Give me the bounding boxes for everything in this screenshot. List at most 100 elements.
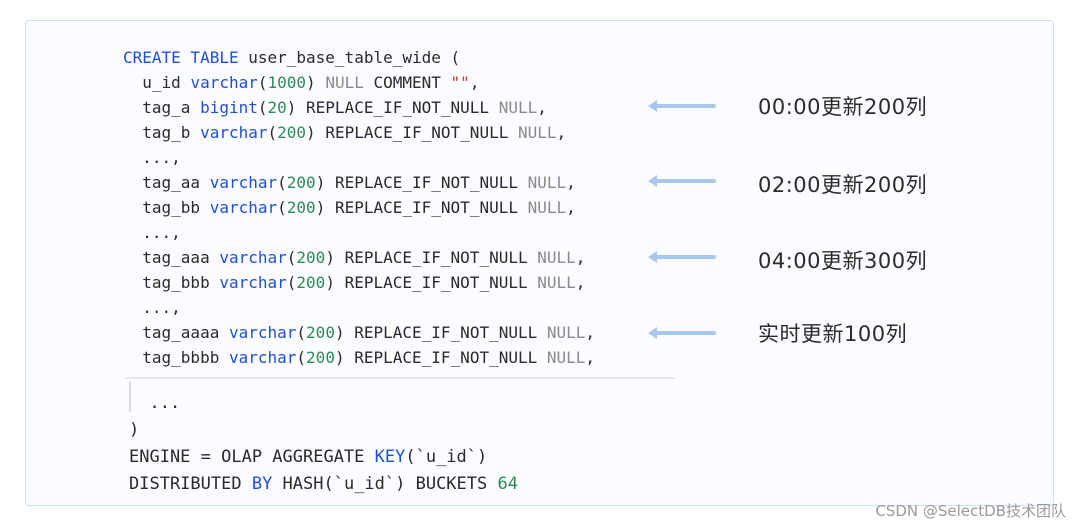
code-token: ..., — [123, 148, 181, 167]
code-token: 1000 — [267, 73, 307, 92]
code-line: tag_bbbb varchar(200) REPLACE_IF_NOT_NUL… — [123, 345, 595, 370]
code-line: tag_aa varchar(200) REPLACE_IF_NOT_NULL … — [123, 170, 595, 195]
code-line: tag_aaaa varchar(200) REPLACE_IF_NOT_NUL… — [123, 320, 595, 345]
code-token: ) REPLACE_IF_NOT_NULL — [286, 98, 499, 117]
code-token: ( — [286, 273, 297, 292]
code-token: ( — [277, 198, 287, 217]
arrow-left-icon — [648, 327, 716, 339]
code-line: DISTRIBUTED BY HASH(`u_id`) BUCKETS 64 — [129, 471, 518, 498]
code-token: tag_bbbb — [123, 348, 229, 367]
annotation-label: 00:00更新200列 — [758, 95, 928, 119]
code-token: , — [566, 198, 576, 217]
code-line: ..., — [123, 295, 595, 320]
code-token: ( — [277, 173, 287, 192]
annotation-label: 02:00更新200列 — [758, 173, 928, 197]
code-token: , — [585, 323, 596, 342]
code-line: ..., — [123, 220, 595, 245]
code-token: tag_bb — [123, 198, 210, 217]
arrow-left-icon — [648, 251, 716, 263]
code-token: ..., — [123, 298, 181, 317]
code-token: DISTRIBUTED — [129, 474, 252, 494]
code-token: tag_aaaa — [123, 323, 229, 342]
code-token: varchar — [190, 73, 258, 92]
code-token: , — [566, 173, 576, 192]
code-token: ) REPLACE_IF_NOT_NULL — [334, 323, 547, 342]
code-token: NULL — [537, 248, 576, 267]
watermark: CSDN @SelectDB技术团队 — [875, 502, 1066, 520]
code-token: varchar — [219, 248, 287, 267]
code-token: ) REPLACE_IF_NOT_NULL — [315, 198, 528, 217]
code-token: tag_b — [123, 123, 201, 142]
sql-code-tail: ...)ENGINE = OLAP AGGREGATE KEY(`u_id`)D… — [129, 390, 518, 498]
sql-code-block: CREATE TABLE user_base_table_wide ( u_id… — [123, 45, 595, 370]
code-token: tag_a — [123, 98, 201, 117]
code-line: tag_b varchar(200) REPLACE_IF_NOT_NULL N… — [123, 120, 595, 145]
code-token: ENGINE = OLAP AGGREGATE — [129, 447, 375, 467]
code-panel — [25, 20, 1054, 506]
code-token: ) REPLACE_IF_NOT_NULL — [315, 173, 528, 192]
code-token: (`u_id`) — [405, 447, 488, 467]
code-token: u_id — [123, 73, 191, 92]
arrow-left-icon — [648, 100, 716, 112]
code-token: varchar — [209, 198, 278, 217]
code-token: 200 — [286, 173, 316, 192]
annotation-label: 04:00更新300列 — [758, 249, 928, 273]
code-token: NULL — [546, 323, 586, 342]
code-line: ENGINE = OLAP AGGREGATE KEY(`u_id`) — [129, 444, 518, 471]
code-token: varchar — [219, 273, 287, 292]
code-token: , — [575, 273, 586, 292]
code-token: ) REPLACE_IF_NOT_NULL — [325, 273, 538, 292]
code-token: , — [556, 123, 567, 142]
code-token: NULL — [325, 73, 364, 92]
code-token: NULL — [517, 123, 557, 142]
code-token: varchar — [209, 173, 278, 192]
code-token: tag_bbb — [123, 273, 220, 292]
code-line: ) — [129, 417, 518, 444]
code-token: ... — [129, 393, 181, 413]
code-line: ... — [129, 390, 518, 417]
code-token: bigint — [200, 98, 258, 117]
code-token: 200 — [277, 123, 307, 142]
code-token: ( — [296, 348, 307, 367]
code-token: ) — [306, 73, 326, 92]
code-token: 200 — [306, 348, 335, 367]
code-token: ( — [257, 73, 268, 92]
code-token: KEY — [374, 447, 406, 467]
code-line: tag_bb varchar(200) REPLACE_IF_NOT_NULL … — [123, 195, 595, 220]
code-token: ( — [286, 248, 297, 267]
code-token: BY — [251, 474, 273, 494]
code-token: ) REPLACE_IF_NOT_NULL — [306, 123, 518, 142]
code-token: 20 — [267, 98, 287, 117]
code-line: tag_a bigint(20) REPLACE_IF_NOT_NULL NUL… — [123, 95, 595, 120]
code-token: HASH(`u_id`) BUCKETS — [272, 474, 498, 494]
code-token: ( — [267, 123, 278, 142]
annotation-label: 实时更新100列 — [758, 322, 908, 346]
code-token: ( — [296, 323, 307, 342]
code-token: NULL — [527, 198, 567, 217]
code-token: 200 — [296, 248, 326, 267]
code-token: , — [575, 248, 586, 267]
code-token: tag_aa — [123, 173, 210, 192]
code-token: , — [537, 98, 547, 117]
code-token: ) REPLACE_IF_NOT_NULL — [325, 248, 538, 267]
code-token: CREATE TABLE — [123, 48, 239, 67]
arrow-left-icon — [648, 175, 716, 187]
code-token: user_base_table_wide ( — [238, 48, 461, 67]
code-token: NULL — [527, 173, 567, 192]
code-token: , — [585, 348, 596, 367]
code-token: 200 — [296, 273, 326, 292]
code-line: tag_aaa varchar(200) REPLACE_IF_NOT_NULL… — [123, 245, 595, 270]
code-token: NULL — [546, 348, 586, 367]
code-token: tag_aaa — [123, 248, 220, 267]
code-line: ..., — [123, 145, 595, 170]
fold-divider — [125, 377, 675, 379]
code-token: ( — [257, 98, 268, 117]
code-token: , — [469, 73, 480, 92]
code-token: 64 — [497, 474, 518, 494]
code-token: COMMENT — [363, 73, 451, 92]
code-token: NULL — [537, 273, 576, 292]
code-line: tag_bbb varchar(200) REPLACE_IF_NOT_NULL… — [123, 270, 595, 295]
code-token: 200 — [286, 198, 316, 217]
code-token: ) — [129, 420, 140, 440]
